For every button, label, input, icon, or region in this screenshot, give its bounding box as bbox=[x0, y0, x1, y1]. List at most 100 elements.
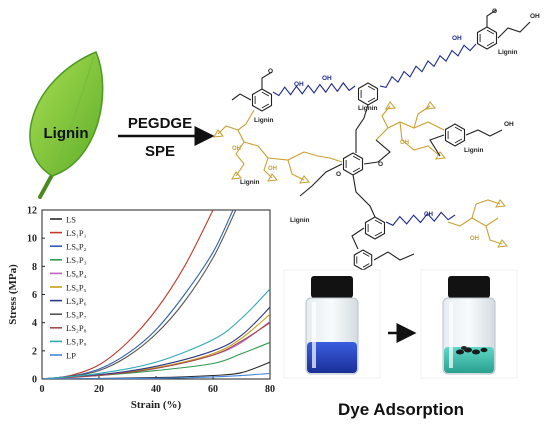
epoxide-ring bbox=[425, 101, 436, 110]
y-tick-label: 10 bbox=[27, 234, 37, 245]
legend-entry: LS₇P₃ bbox=[66, 255, 87, 265]
epoxide-ring bbox=[231, 171, 242, 180]
epoxide-ring bbox=[385, 101, 396, 110]
vial-after-liquid bbox=[444, 347, 494, 373]
ring-double-bond bbox=[362, 252, 370, 257]
hydroxyl-label: OH bbox=[424, 212, 433, 218]
vial-after-glare bbox=[449, 302, 453, 368]
legend-entry: LS₅P₅ bbox=[66, 282, 87, 292]
hydroxyl-label: OH bbox=[504, 121, 514, 128]
side-chain bbox=[231, 93, 252, 101]
legend-entry: LS₁P₉ bbox=[66, 337, 87, 347]
aromatic-ring-1 bbox=[251, 88, 273, 112]
epoxide-ring bbox=[495, 199, 506, 208]
lignin-network-structure: LigninLigninLigninLigninLigninLigninLign… bbox=[213, 8, 540, 280]
spe-branch-6 bbox=[471, 199, 501, 219]
ring-double-bond bbox=[261, 91, 270, 97]
lignin-unit-label: Lignin bbox=[358, 105, 378, 112]
spe-chain-5 bbox=[399, 121, 441, 157]
lignin-leaf: Lignin bbox=[29, 51, 104, 199]
y-tick-label: 4 bbox=[32, 318, 37, 329]
hydroxypropenyl-chain bbox=[497, 21, 531, 39]
ring-double-bond bbox=[367, 85, 376, 91]
ring-double-bond bbox=[362, 263, 370, 268]
epoxide-ring bbox=[267, 173, 278, 182]
aromatic-ring-3 bbox=[476, 26, 498, 50]
methoxy-group bbox=[486, 9, 497, 27]
legend-entry: LS₆P₄ bbox=[66, 269, 87, 279]
lignin-unit-label: Lignin bbox=[498, 49, 518, 56]
aromatic-ring-6 bbox=[364, 216, 386, 240]
vial-after-cap bbox=[448, 276, 490, 298]
series-line-10 bbox=[42, 372, 270, 379]
ring-double-bond bbox=[261, 103, 270, 109]
legend-entry: LS₁P₁ bbox=[66, 228, 87, 238]
spe-chain-2 bbox=[243, 141, 305, 161]
vial-before-glare bbox=[312, 302, 316, 368]
peg-chain-3 bbox=[385, 211, 456, 226]
lignin-unit-label: Lignin bbox=[290, 217, 310, 224]
series-lines bbox=[42, 210, 270, 379]
hydroxyl-label: OH bbox=[530, 13, 540, 20]
y-axis-label: Stress (MPa) bbox=[7, 264, 19, 325]
series-line-9 bbox=[42, 288, 270, 379]
oxygen-label: O bbox=[268, 68, 273, 75]
methoxy-group bbox=[261, 71, 273, 89]
y-tick-label: 12 bbox=[27, 206, 37, 217]
spe-branch-7 bbox=[485, 225, 503, 245]
ring-double-bond bbox=[454, 138, 463, 144]
hydroxyl-label: OH bbox=[268, 166, 277, 172]
vial-after bbox=[442, 276, 496, 375]
vial-before-cap bbox=[311, 276, 353, 298]
spe-branch-1 bbox=[217, 125, 239, 135]
spe-chain-3 bbox=[303, 151, 343, 163]
hydroxyl-label: OH bbox=[322, 75, 332, 82]
ring-double-bond bbox=[352, 155, 361, 161]
spe-branch-2 bbox=[263, 157, 273, 179]
y-tick-label: 2 bbox=[32, 346, 37, 357]
x-tick-label: 80 bbox=[265, 384, 275, 395]
spe-chain-4 bbox=[375, 121, 445, 141]
ether-linkage bbox=[355, 104, 369, 153]
ring-double-bond bbox=[486, 29, 495, 35]
spe-chain-1 bbox=[235, 109, 255, 177]
spe-chain-6 bbox=[447, 217, 499, 227]
aromatic-ring-5 bbox=[444, 123, 466, 147]
peg-chain-1 bbox=[272, 81, 356, 97]
reaction-arrow: PEGDGE SPE bbox=[118, 115, 215, 160]
ring-double-bond bbox=[454, 126, 463, 132]
ring-double-bond bbox=[352, 167, 361, 173]
lignin-unit-label: Lignin bbox=[254, 117, 274, 124]
leaf-vein bbox=[53, 55, 95, 173]
hydroxyl-label: OH bbox=[232, 146, 241, 152]
epoxide-ring bbox=[435, 151, 446, 160]
hydroxyl-label: OH bbox=[294, 81, 304, 88]
hydroxyl-label: OH bbox=[452, 35, 462, 42]
x-tick-label: 20 bbox=[94, 384, 104, 395]
hydroxyl-label: OH bbox=[470, 236, 479, 242]
vial-before-liquid bbox=[307, 342, 357, 373]
series-line-6 bbox=[42, 306, 270, 379]
reagent-top-label: PEGDGE bbox=[128, 115, 192, 132]
oxygen-label: O bbox=[378, 161, 383, 168]
x-tick-label: 40 bbox=[151, 384, 161, 395]
lignin-unit-label: Lignin bbox=[240, 179, 260, 186]
dye-adsorption-panel: Dye Adsorption bbox=[283, 269, 518, 419]
leaf-label: Lignin bbox=[44, 125, 89, 142]
oxygen-label: O bbox=[336, 171, 341, 178]
dye-caption: Dye Adsorption bbox=[338, 400, 464, 419]
side-chain bbox=[373, 251, 415, 261]
peg-chain-2 bbox=[379, 43, 477, 89]
legend-entry: LS₉P₂ bbox=[66, 242, 87, 252]
legend-entry: LS bbox=[66, 214, 76, 224]
legend-entry: LS₂P₈ bbox=[66, 323, 87, 333]
ring-double-bond bbox=[367, 97, 376, 103]
ether-linkage bbox=[363, 139, 391, 165]
ring-double-bond bbox=[374, 219, 383, 225]
vial-before bbox=[305, 276, 359, 375]
x-tick-label: 60 bbox=[208, 384, 218, 395]
ether-linkage bbox=[299, 163, 343, 197]
x-axis-label: Strain (%) bbox=[131, 399, 182, 411]
